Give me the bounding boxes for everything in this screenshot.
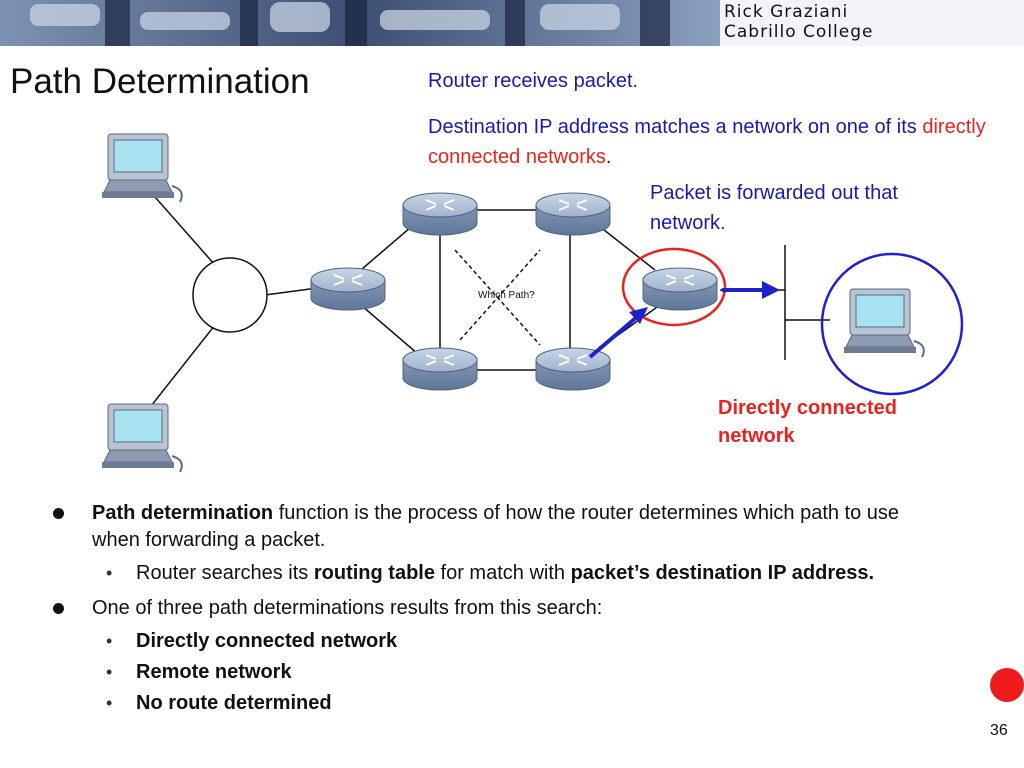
network-highlight-ring bbox=[820, 252, 964, 396]
result-label: Remote network bbox=[136, 661, 292, 683]
bullet-dot bbox=[53, 603, 64, 614]
bullet-dot bbox=[53, 508, 64, 519]
sub-bullet-marker: • bbox=[106, 631, 113, 651]
network-diagram: Which Path? bbox=[101, 133, 964, 473]
router-r2 bbox=[402, 192, 478, 236]
note-match-highlight: directly connected networks bbox=[428, 116, 986, 168]
sub-bullet-bold-routing-table: routing table bbox=[313, 562, 435, 584]
bullet-path-determination: Path determination function is the proce… bbox=[50, 500, 950, 554]
red-dot-marker bbox=[990, 668, 1024, 702]
sub-bullet-bold-destination: packet’s destination IP address. bbox=[570, 562, 875, 584]
sub-bullet-routing-table: • Router searches its routing table for … bbox=[50, 560, 950, 587]
router-highlight-ring bbox=[621, 247, 727, 327]
note-match-text: Destination IP address matches a network… bbox=[428, 116, 917, 138]
result-item: • Remote network bbox=[50, 659, 950, 686]
header-banner: Rick Graziani Cabrillo College bbox=[0, 0, 1024, 46]
sub-bullet-prefix: Router searches its bbox=[136, 562, 314, 584]
router-r5 bbox=[535, 347, 611, 391]
router-r1 bbox=[310, 267, 386, 311]
page-number: 36 bbox=[990, 722, 1008, 739]
note-forwarded: Packet is forwarded out that network. bbox=[650, 182, 898, 234]
author-college: Cabrillo College bbox=[724, 22, 874, 42]
author-name: Rick Graziani bbox=[724, 2, 849, 22]
sub-bullet-mid: for match with bbox=[434, 562, 571, 584]
which-path-label: Which Path? bbox=[478, 290, 535, 301]
sub-bullet-marker: • bbox=[106, 662, 113, 682]
pc-destination bbox=[843, 288, 925, 358]
router-forwarding bbox=[642, 267, 718, 311]
banner-photo bbox=[0, 0, 1024, 46]
note-router-receives: Router receives packet. bbox=[428, 70, 639, 92]
directly-connected-label: Directly connected network bbox=[718, 397, 897, 447]
hub bbox=[192, 257, 268, 333]
pc-top-left bbox=[101, 133, 183, 203]
bullet-bold-term: Path determination bbox=[92, 502, 274, 524]
note-match-end: . bbox=[605, 146, 612, 168]
note-destination-match: Destination IP address matches a network… bbox=[428, 112, 1008, 172]
router-r4 bbox=[402, 347, 478, 391]
page-title: Path Determination bbox=[10, 62, 310, 101]
sub-bullet-marker: • bbox=[106, 563, 113, 583]
result-item: • Directly connected network bbox=[50, 628, 950, 655]
result-label: No route determined bbox=[136, 692, 332, 714]
router-r3 bbox=[535, 192, 611, 236]
bullet-text: One of three path determinations results… bbox=[92, 597, 603, 619]
result-item: • No route determined bbox=[50, 690, 950, 717]
bullet-three-results: One of three path determinations results… bbox=[50, 595, 950, 622]
author-credit: Rick Graziani Cabrillo College bbox=[724, 2, 1024, 44]
packet-arrows bbox=[588, 281, 780, 359]
bullet-list: Path determination function is the proce… bbox=[50, 500, 950, 725]
bullet-text: function is the process of how the route… bbox=[92, 502, 900, 551]
pc-bottom-left bbox=[101, 403, 183, 473]
result-label: Directly connected network bbox=[136, 630, 398, 652]
sub-bullet-marker: • bbox=[106, 693, 113, 713]
